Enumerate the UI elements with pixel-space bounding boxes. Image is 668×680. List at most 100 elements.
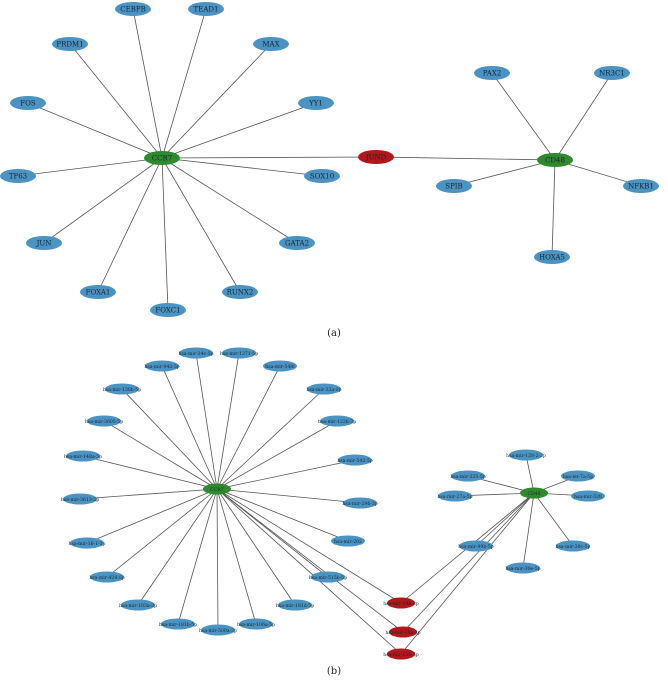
panel-b-node-hsa-mir-181d-5p: hsa-mir-181d-5p xyxy=(276,599,314,611)
panel-b-edge-h1-m19 xyxy=(216,488,219,631)
panel-a-node-shape-spib xyxy=(436,179,472,193)
panel-a-node-label-pax2: PAX2 xyxy=(483,70,502,78)
panel-b-node-label-hsa-mir-424-5p: hsa-mir-424-5p xyxy=(89,575,124,581)
panel-b-edge-h1-m2 xyxy=(216,352,240,490)
panel-b-label: (b) xyxy=(327,666,341,677)
panel-b-node-label-hsa-mir-33a-3p: hsa-mir-33a-3p xyxy=(306,387,341,393)
panel-b-node-label-hsa-mir-335-5p: hsa-mir-335-5p xyxy=(450,474,485,480)
panel-b-node-cd48: CD48 xyxy=(520,487,548,499)
panel-a-node-shape-yy1 xyxy=(298,96,334,110)
panel-a-node-shape-runx2 xyxy=(222,285,258,299)
panel-b-node-hsa-mir-34c-5p: hsa-mir-34c-5p xyxy=(178,347,214,359)
panel-a-node-shape-tead1 xyxy=(188,2,224,16)
panel-b-node-shape-hsa-mir-15b-5p xyxy=(387,648,415,660)
panel-b-node-shape-hsa-mir-106a-5p xyxy=(239,618,273,630)
panel-b-node-shape-hsa-mir-202 xyxy=(331,535,365,547)
panel-a-edge-ccr7-prdm1 xyxy=(69,43,163,159)
panel-a-node-label-ccr7: CCR7 xyxy=(152,155,172,163)
panel-b-node-shape-hsa-mir-515b-5p xyxy=(311,571,345,583)
panel-b-node-shape-hsa-mir-3605-5p xyxy=(87,415,121,427)
panel-a-node-shape-max xyxy=(253,37,289,51)
panel-b-node-shape-ccr7 xyxy=(203,483,231,495)
panel-b-node-hsa-mir-130b-5p: hsa-mir-130b-5p xyxy=(103,383,141,395)
panel-a-node-label-hoxa5: HOXA5 xyxy=(539,254,565,262)
panel-a-node-label-gata2: GATA2 xyxy=(285,240,309,248)
panel-a-node-shape-cd48 xyxy=(537,153,573,167)
panel-a-node-label-runx2: RUNX2 xyxy=(227,289,254,297)
panel-b-node-label-hsa-mir-1226-3p: hsa-mir-1226-3p xyxy=(318,419,356,425)
panel-b-edge-h2-s2 xyxy=(402,492,535,633)
panel-a-node-label-nr3c1: NR3C1 xyxy=(599,70,625,78)
panel-b-node-label-hsa-mir-148a-5p: hsa-mir-148a-5p xyxy=(64,454,102,460)
panel-a-node-shape-foxc1 xyxy=(150,303,186,317)
panel-a-node-label-cebpb: CEBPB xyxy=(120,6,145,14)
panel-b-node-label-hsa-mir-99b-5p: hsa-mir-99b-5p xyxy=(458,544,493,550)
panel-a-edge-ccr7-yy1 xyxy=(161,102,317,159)
panel-b-edge-h1-m21 xyxy=(216,488,296,606)
panel-a-node-shape-nr3c1 xyxy=(594,66,630,80)
panel-b-node-label-hsa-mir-16-1-3p: hsa-mir-16-1-3p xyxy=(69,541,106,547)
panel-a-node-label-max: MAX xyxy=(262,41,279,49)
panel-b-node-hsa-mir-128-2-3p: hsa-mir-128-2-3p xyxy=(506,449,546,461)
panel-b-node-label-hsa-mir-202: hsa-mir-202 xyxy=(334,539,362,545)
panel-a-edge-ccr7-max xyxy=(161,43,272,159)
panel-a-node-jund: JUND xyxy=(358,150,394,164)
panel-b-node-hsa-mir-1226-3p: hsa-mir-1226-3p xyxy=(318,415,356,427)
panel-b-node-shape-hsa-mir-103a-3p xyxy=(121,599,155,611)
panel-b-node-shape-hsa-mir-1271-5p xyxy=(222,347,256,359)
panel-b-node-label-hsa-mir-1271-5p: hsa-mir-1271-5p xyxy=(220,351,258,357)
panel-a-edge-cd48-nr3c1 xyxy=(554,72,613,161)
panel-b-node-label-hsa-mir-3613-5p: hsa-mir-3613-5p xyxy=(61,497,99,503)
panel-b-node-hsa-mir-3613-5p: hsa-mir-3613-5p xyxy=(61,493,99,505)
panel-a-edge-jund-cd48 xyxy=(375,156,556,161)
panel-a-edge-cd48-nfkb1 xyxy=(554,159,642,187)
panel-a-node-label-prdm1: PRDM1 xyxy=(56,41,83,49)
panel-a-node-label-jund: JUND xyxy=(365,154,387,162)
panel-b-node-hsa-mir-542-5p: hsa-mir-542-5p xyxy=(337,454,373,466)
panel-a-node-nr3c1: NR3C1 xyxy=(594,66,630,80)
panel-a-node-label-yy1: YY1 xyxy=(308,100,323,108)
panel-a-node-label-fos: FOS xyxy=(20,100,36,108)
panel-b-node-label-hsa-mir-548l: hsa-mir-548l xyxy=(265,364,295,370)
panel-b-edge-h2-r8 xyxy=(533,492,574,547)
panel-b-node-hsa-mir-30e-5p: hsa-mir-30e-5p xyxy=(505,562,541,574)
panel-b-node-hsa-mir-424-5p: hsa-mir-424-5p xyxy=(89,571,125,583)
panel-a-edge-ccr7-tead1 xyxy=(161,8,207,159)
panel-b-edge-h1-m1 xyxy=(195,352,218,490)
panel-b-edge-h1-m8 xyxy=(216,420,338,490)
panel-a-edge-ccr7-tp63 xyxy=(17,157,163,177)
panel-b-node-hsa-mir-33a-3p: hsa-mir-33a-3p xyxy=(306,383,342,395)
panel-a-node-shape-nfkb1 xyxy=(623,179,659,193)
panel-b-node-shape-hsa-mir-500a-3p xyxy=(201,624,235,636)
panel-b-node-shape-hsa-mir-3613-5p xyxy=(63,493,97,505)
panel-a-node-label-foxa1: FOXA1 xyxy=(86,289,111,297)
panel-b-node-label-hsa-mir-320: hsa-mir-320 xyxy=(574,494,602,500)
panel-b-edge-h1-m4 xyxy=(216,365,281,490)
panel-a-edge-cd48-spib xyxy=(453,159,556,187)
panel-b-node-shape-hsa-mir-335-5p xyxy=(451,470,485,482)
panel-b-edge-h1-m20 xyxy=(216,488,257,625)
panel-a-node-label-cd48: CD48 xyxy=(545,157,565,165)
panel-b-node-label-hsa-mir-130b-5p: hsa-mir-130b-5p xyxy=(103,387,141,393)
panel-b-node-label-hsa-mir-30c-5p: hsa-mir-30c-5p xyxy=(555,544,590,550)
panel-b-node-shape-hsa-mir-424-5p xyxy=(90,571,124,583)
panel-a-node-shape-ccr7 xyxy=(144,151,180,165)
panel-b-node-shape-hsa-mir-34c-5p xyxy=(179,347,213,359)
panel-b-edge-h2-s3 xyxy=(400,492,535,655)
panel-b-node-shape-hsa-mir-542-5p xyxy=(338,454,372,466)
panel-b-node-hsa-mir-19b-3p: hsa-mir-19b-3p xyxy=(383,597,419,609)
panel-b-node-hsa-mir-202: hsa-mir-202 xyxy=(331,535,365,547)
panel-a-node-shape-jund xyxy=(358,150,394,164)
panel-b-node-label-hsa-mir-19a-3p: hsa-mir-19a-3p xyxy=(385,630,420,636)
panel-b-node-shape-hsa-mir-1226-3p xyxy=(320,415,354,427)
panel-b-node-hsa-mir-27a-5p: hsa-mir-27a-5p xyxy=(437,490,473,502)
panel-b-node-shape-hsa-let-7a-5p xyxy=(561,470,595,482)
panel-a-edge-cd48-hoxa5 xyxy=(551,159,556,258)
panel-a-node-hoxa5: HOXA5 xyxy=(534,250,570,264)
panel-b-node-label-hsa-mir-3605-5p: hsa-mir-3605-5p xyxy=(85,419,123,425)
panel-b-edge-h1-m12 xyxy=(216,488,361,504)
panel-b-node-shape-hsa-mir-99b-5p xyxy=(459,540,493,552)
panel-b-node-shape-hsa-mir-181b-5p xyxy=(161,618,195,630)
